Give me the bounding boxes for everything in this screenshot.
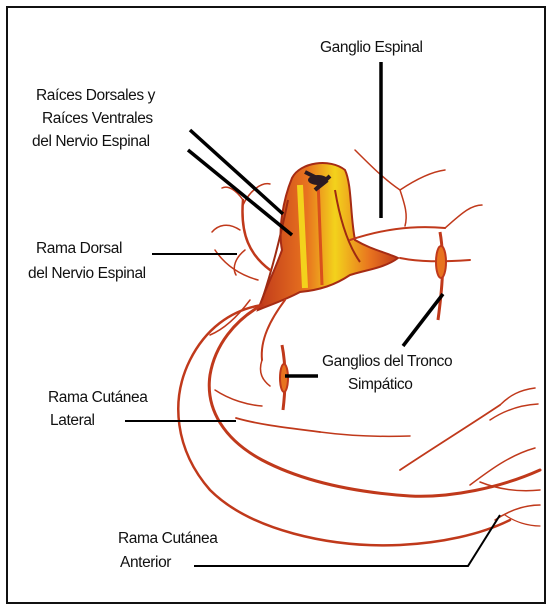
label-rama-cutanea-lateral-line2: Lateral	[50, 412, 95, 429]
label-raices-line1: Raíces Dorsales y	[36, 87, 156, 104]
spinal-cord	[258, 163, 398, 310]
label-raices-line3: del Nervio Espinal	[32, 133, 150, 150]
leader-raices-2	[188, 150, 292, 235]
label-ganglio-espinal: Ganglio Espinal	[320, 39, 423, 56]
labels: Ganglio Espinal Raíces Dorsales y Raíces…	[28, 39, 452, 571]
label-ganglios-tronco-line2: Simpático	[348, 376, 412, 393]
leader-ganglios-tronco-1	[403, 294, 443, 346]
label-rama-dorsal-line2: del Nervio Espinal	[28, 265, 146, 282]
label-raices-line2: Raíces Ventrales	[42, 110, 153, 127]
leader-lines	[125, 62, 500, 566]
label-rama-cutanea-lateral-line1: Rama Cutánea	[48, 389, 148, 406]
nerve-branches	[178, 150, 540, 545]
label-rama-cutanea-anterior-line1: Rama Cutánea	[118, 530, 218, 547]
leader-rama-cutanea-anterior	[194, 515, 500, 566]
label-ganglios-tronco-line1: Ganglios del Tronco	[322, 353, 452, 370]
label-rama-dorsal-line1: Rama Dorsal	[36, 240, 122, 257]
label-rama-cutanea-anterior-line2: Anterior	[120, 554, 171, 571]
leader-raices-1	[190, 130, 283, 214]
